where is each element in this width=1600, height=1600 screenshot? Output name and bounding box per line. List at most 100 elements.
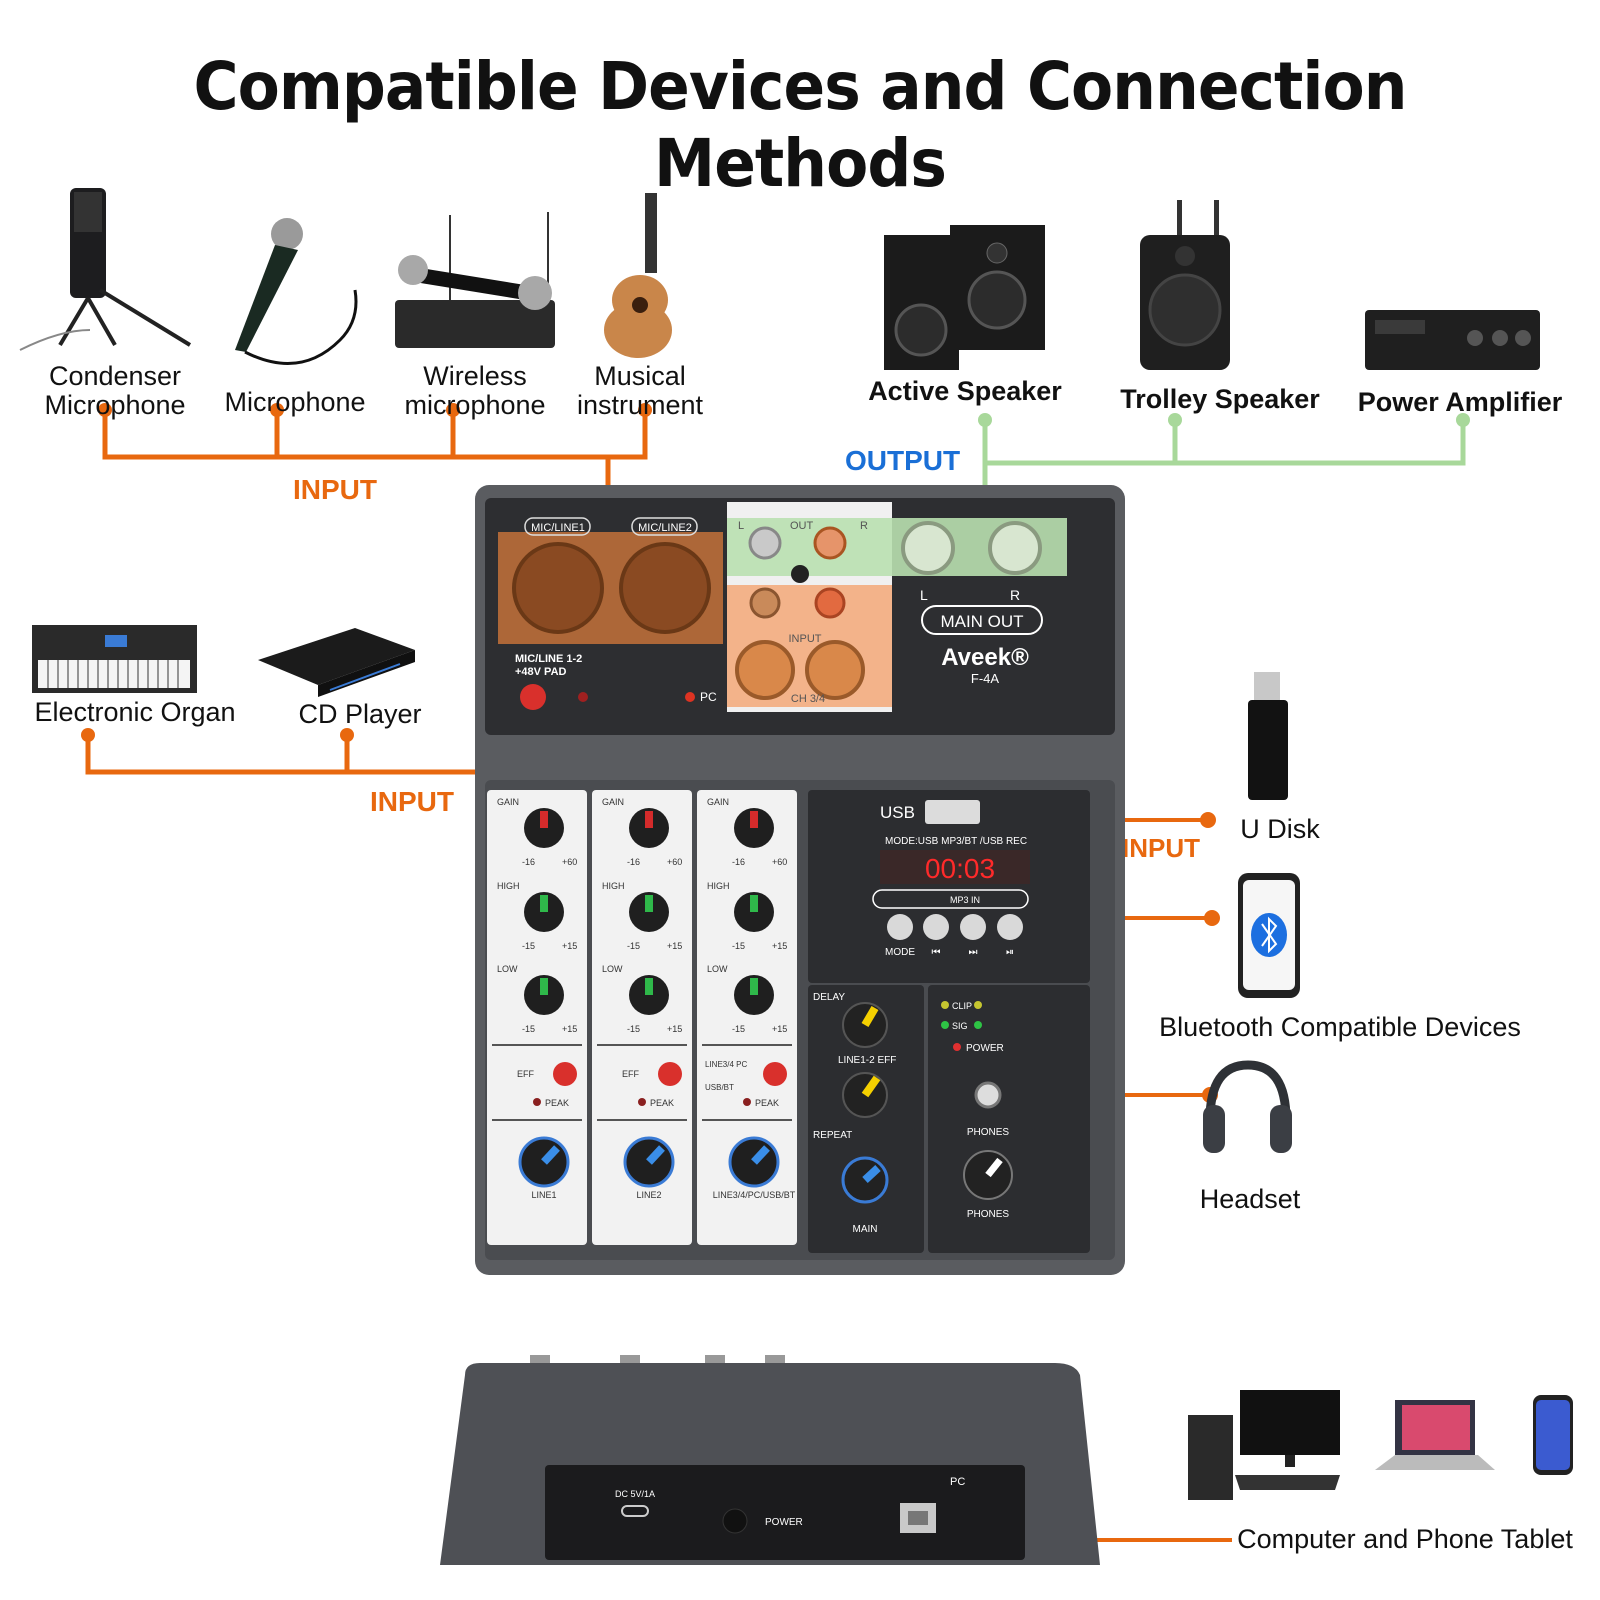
gain-min: -16 <box>522 857 535 867</box>
pc-label: PC <box>700 690 717 704</box>
mode-label: MODE:USB MP3/BT /USB REC <box>885 836 1027 847</box>
channel-name: LINE2 <box>636 1190 661 1200</box>
label-microphone: Microphone <box>224 387 366 417</box>
guitar-image <box>604 193 672 358</box>
sig-label: SIG <box>952 1021 968 1031</box>
btn-mode: MODE <box>885 947 915 958</box>
low-min: -15 <box>732 1024 745 1034</box>
low-label: LOW <box>602 964 623 974</box>
low-label: LOW <box>707 964 728 974</box>
rca-r-label: R <box>860 520 868 532</box>
eff-button <box>763 1062 787 1086</box>
channel-name: LINE1 <box>531 1190 556 1200</box>
mixer-top-view: MIC/LINE1 MIC/LINE2 MIC/LINE 1-2 +48V PA… <box>475 485 1125 1275</box>
pad-label-2: +48V PAD <box>515 666 567 678</box>
ch34-label: CH 3/4 <box>791 693 825 705</box>
low-max: +15 <box>667 1024 682 1034</box>
high-max: +15 <box>772 941 787 951</box>
gain-max: +60 <box>667 857 682 867</box>
low-label: LOW <box>497 964 518 974</box>
label-instrument: Musical instrument <box>576 361 704 420</box>
low-min: -15 <box>627 1024 640 1034</box>
display-readout: 00:03 <box>925 853 995 884</box>
repeat-label: REPEAT <box>813 1130 852 1141</box>
main-out-r: R <box>1010 587 1020 603</box>
usb-bt-label: USB/BT <box>705 1083 734 1092</box>
pad-label: MIC/LINE 1-2 <box>515 653 582 665</box>
label-power-amp: Power Amplifier <box>1357 387 1563 417</box>
high-label: HIGH <box>602 881 625 891</box>
low-min: -15 <box>522 1024 535 1034</box>
btn-prev: ⏮ <box>932 947 941 958</box>
label-organ: Electronic Organ <box>34 697 236 727</box>
label-u-disk: U Disk <box>1240 814 1320 844</box>
pad-button <box>520 684 546 710</box>
low-max: +15 <box>772 1024 787 1034</box>
eff-label: EFF <box>622 1069 640 1079</box>
rca-l-label: L <box>738 520 744 532</box>
main-knob-label: MAIN <box>853 1224 878 1235</box>
peak-label: PEAK <box>755 1098 779 1108</box>
high-min: -15 <box>732 941 745 951</box>
peak-label: PEAK <box>545 1098 569 1108</box>
label-computer: Computer and Phone Tablet <box>1237 1524 1573 1554</box>
wireless-mic-image <box>395 212 555 348</box>
gain-min: -16 <box>732 857 745 867</box>
condenser-mic-image <box>19 188 192 351</box>
bt-phone-image <box>1238 873 1300 998</box>
microphone-image <box>235 218 358 365</box>
high-label: HIGH <box>707 881 730 891</box>
gain-label: GAIN <box>497 797 519 807</box>
channel-strips: GAIN-16+60HIGH-15+15LOW-15+15EFFPEAKLINE… <box>487 790 797 1245</box>
out-label: OUT <box>790 520 814 532</box>
usb-label: USB <box>880 803 915 822</box>
btn-next: ⏭ <box>969 947 978 958</box>
btn-play: ⏯ <box>1006 947 1014 958</box>
page-title: Compatible Devices and Connection Method… <box>193 48 1407 202</box>
main-out-label: MAIN OUT <box>940 612 1023 631</box>
gain-max: +60 <box>562 857 577 867</box>
trolley-speaker-image <box>1140 200 1230 370</box>
tag-input-mid: INPUT <box>370 786 454 817</box>
label-active-speaker: Active Speaker <box>868 376 1062 406</box>
high-min: -15 <box>522 941 535 951</box>
delay-label: DELAY <box>813 992 845 1003</box>
active-speaker-image <box>884 225 1045 370</box>
low-max: +15 <box>562 1024 577 1034</box>
gain-min: -16 <box>627 857 640 867</box>
power-amp-image <box>1365 310 1540 370</box>
line34pc-label: LINE3/4 PC <box>705 1060 747 1069</box>
tag-input-top: INPUT <box>293 474 377 505</box>
brand-label: Aveek® <box>941 644 1029 671</box>
label-trolley-speaker: Trolley Speaker <box>1120 384 1320 414</box>
dc-label: DC 5V/1A <box>615 1489 655 1499</box>
phones-knob-label: PHONES <box>967 1209 1010 1220</box>
eff-button <box>553 1062 577 1086</box>
high-label: HIGH <box>497 881 520 891</box>
label-bluetooth: Bluetooth Compatible Devices <box>1159 1012 1521 1042</box>
power-rear-label: POWER <box>765 1517 803 1528</box>
eff-button <box>658 1062 682 1086</box>
organ-image <box>32 625 197 693</box>
high-max: +15 <box>667 941 682 951</box>
eff-label: EFF <box>517 1069 535 1079</box>
label-wireless-mic: Wireless microphone <box>404 361 546 420</box>
main-out-l: L <box>920 587 928 603</box>
gain-label: GAIN <box>602 797 624 807</box>
high-min: -15 <box>627 941 640 951</box>
mic-line1-label: MIC/LINE1 <box>531 522 585 534</box>
tag-output: OUTPUT <box>845 445 961 476</box>
headset-image <box>1203 1060 1292 1153</box>
phones-label: PHONES <box>967 1127 1010 1138</box>
mic-line2-label: MIC/LINE2 <box>638 522 692 534</box>
cd-player-image <box>258 628 415 697</box>
pc-rear-label: PC <box>950 1476 965 1488</box>
u-disk-image <box>1248 672 1288 800</box>
input-panel-label: INPUT <box>789 633 822 645</box>
eff-line-label: LINE1-2 EFF <box>838 1055 896 1066</box>
computer-image <box>1188 1390 1573 1500</box>
gain-label: GAIN <box>707 797 729 807</box>
label-cd-player: CD Player <box>298 699 422 729</box>
power-led-label: POWER <box>966 1043 1004 1054</box>
channel-name: LINE3/4/PC/USB/BT <box>713 1190 796 1200</box>
